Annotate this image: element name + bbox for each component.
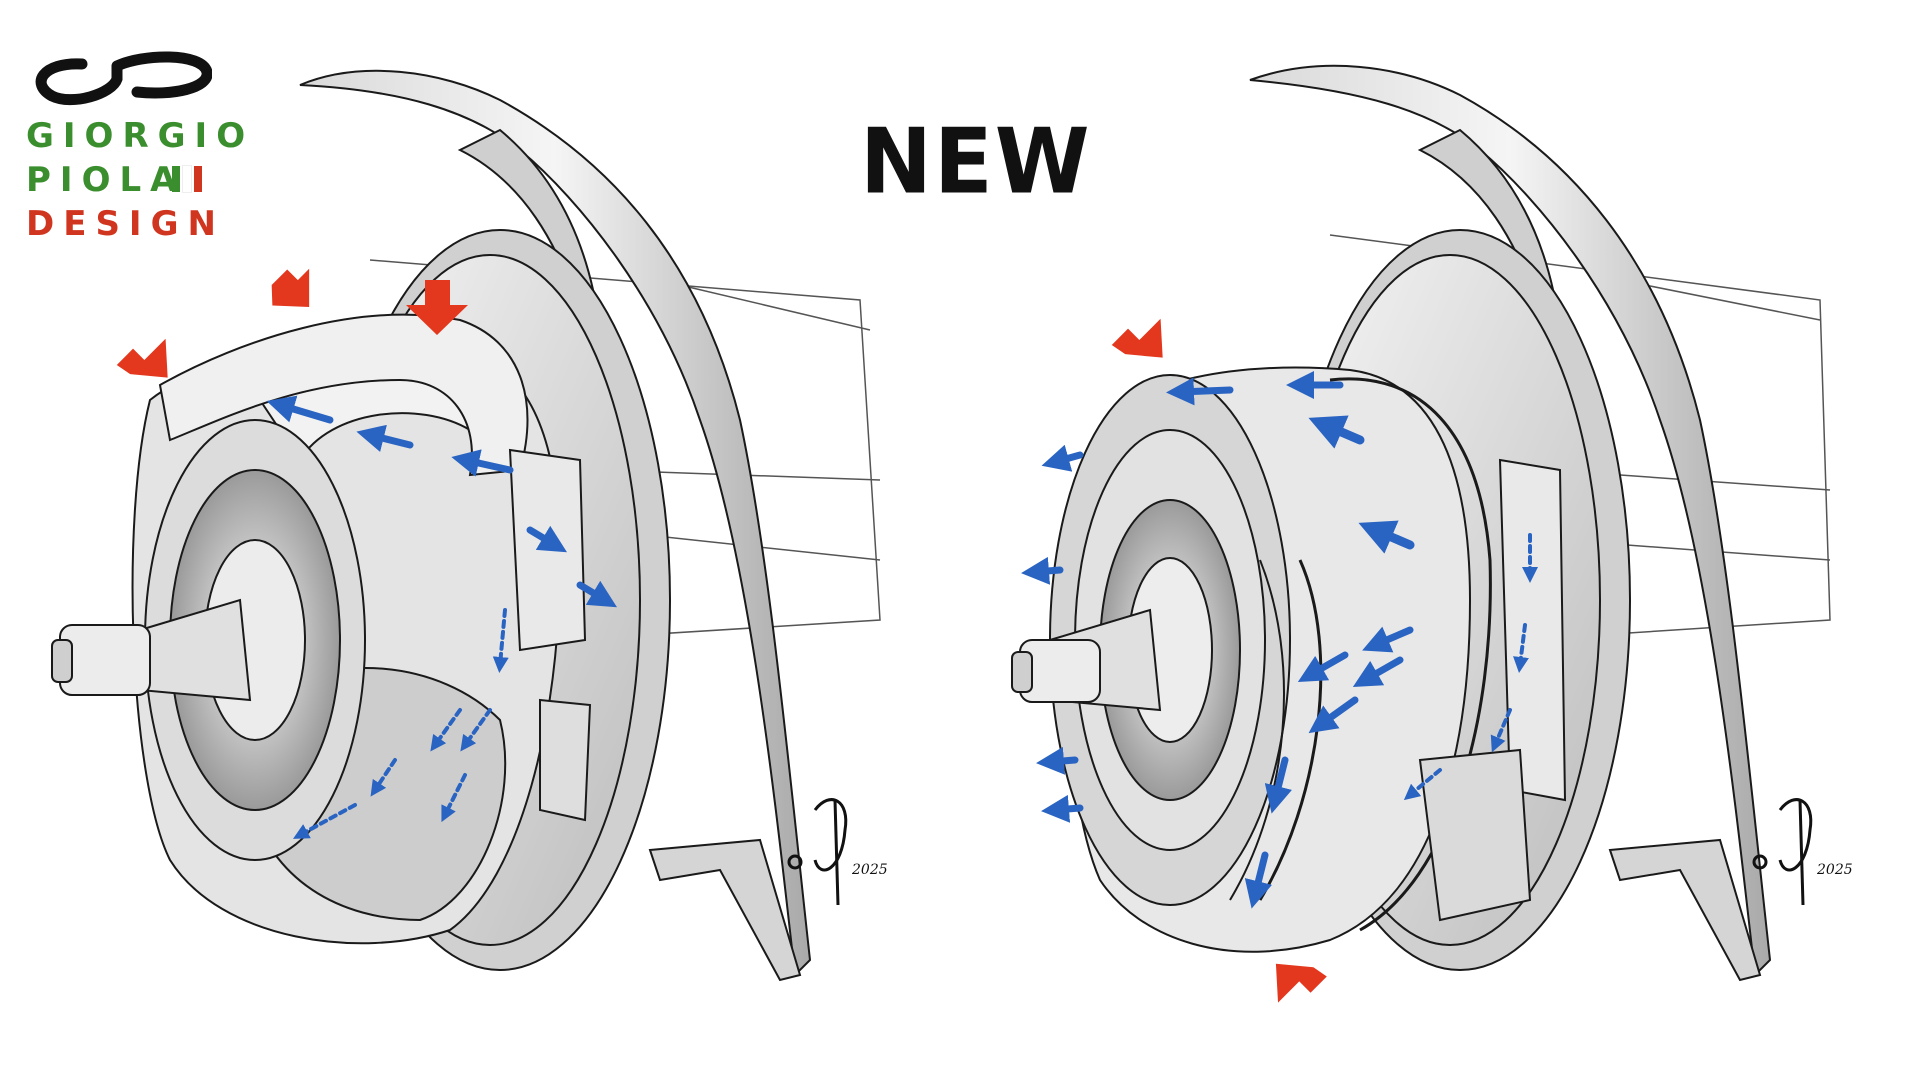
airflow-arrow <box>1021 556 1064 585</box>
airflow-arrow <box>1166 377 1234 406</box>
airflow-arrow <box>1244 851 1272 909</box>
airflow-arrow <box>1362 626 1414 653</box>
new-airflow-arrows <box>1021 371 1538 909</box>
airflow-arrow <box>441 773 467 823</box>
signature-right-year: 2025 <box>1816 862 1853 878</box>
airflow-arrow <box>1490 708 1512 753</box>
airflow-arrow <box>1264 756 1292 814</box>
airflow-arrow <box>451 449 514 477</box>
signature-left <box>787 798 848 906</box>
airflow-arrow <box>460 708 492 752</box>
airflow-arrow <box>1041 444 1084 472</box>
airflow-arrow <box>526 525 568 553</box>
logo-line-3: DESIGN <box>26 204 225 244</box>
airflow-arrow <box>1358 520 1415 554</box>
airflow-arrow <box>356 424 414 452</box>
signature-left-year: 2025 <box>851 862 888 878</box>
new-brake-assembly <box>1011 64 1831 982</box>
airflow-arrow <box>1513 623 1529 673</box>
italian-flag-icon <box>172 165 205 197</box>
highlight-arrow <box>271 268 310 307</box>
airflow-arrow <box>1041 794 1084 823</box>
airflow-arrow <box>1403 768 1442 801</box>
logo-line-2: PIOLA <box>26 160 186 200</box>
old-highlight-arrows <box>116 268 468 378</box>
airflow-arrow <box>1308 415 1365 449</box>
highlight-arrow <box>116 338 168 378</box>
new-highlight-arrows <box>1111 318 1327 1003</box>
highlight-arrow <box>1275 963 1327 1003</box>
highlight-arrow <box>406 280 468 335</box>
logo-line-1: GIORGIO <box>26 116 255 156</box>
airflow-arrow <box>1036 746 1079 775</box>
airflow-arrow <box>266 395 334 424</box>
old-brake-assembly <box>51 69 881 982</box>
highlight-arrow <box>1111 318 1163 358</box>
signature-right <box>1752 798 1813 906</box>
airflow-arrow <box>492 608 509 673</box>
airflow-arrow <box>1308 696 1359 734</box>
airflow-arrow <box>1352 656 1404 687</box>
airflow-arrow <box>576 580 618 608</box>
new-label: NEW <box>860 109 1092 215</box>
airflow-arrow <box>292 803 357 839</box>
airflow-arrow <box>1297 651 1349 682</box>
airflow-arrow <box>370 758 397 797</box>
airflow-arrow <box>430 708 462 752</box>
giorgio-piola-logo: GIORGIO PIOLA DESIGN <box>22 44 245 244</box>
old-airflow-arrows <box>266 395 618 839</box>
gp-monogram-icon <box>35 51 212 106</box>
